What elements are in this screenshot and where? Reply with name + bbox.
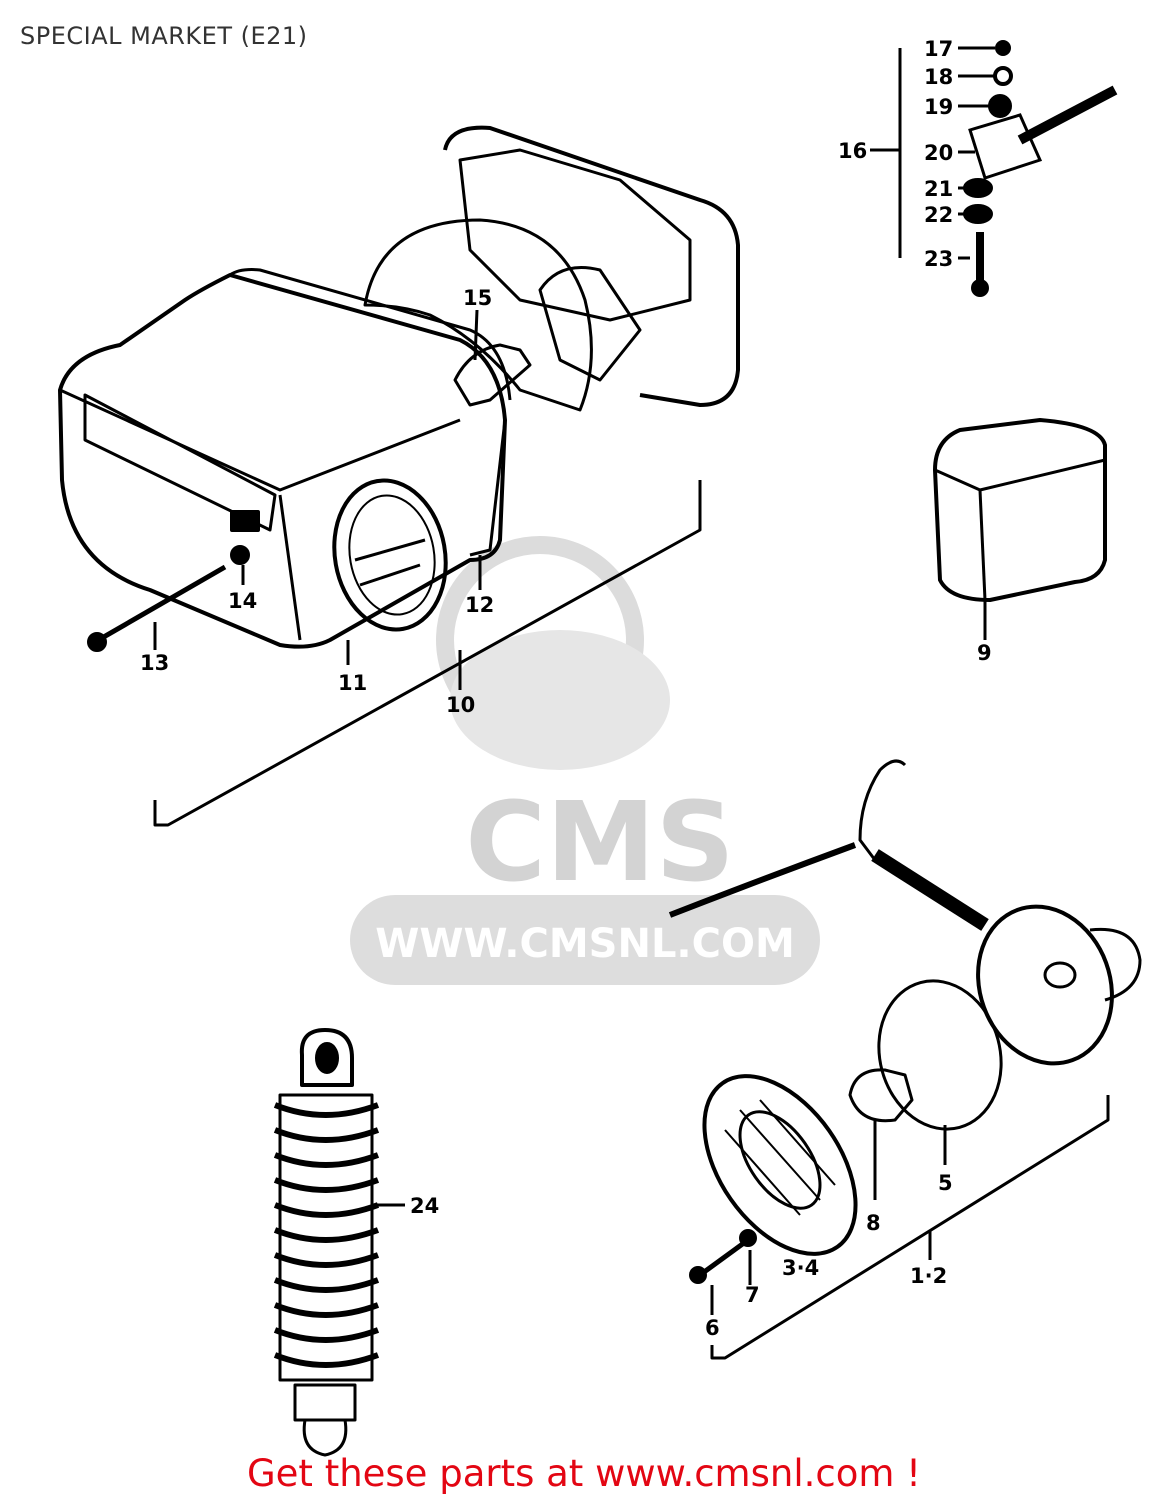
callout-18: 18 (924, 65, 953, 89)
callout-8: 8 (866, 1211, 881, 1235)
turn-signal-assembly (668, 759, 1142, 1360)
callout-7: 7 (745, 1283, 760, 1307)
callout-3-4: 3·4 (782, 1256, 819, 1280)
callout-13: 13 (140, 651, 169, 675)
watermark-brand: CMS (465, 778, 734, 906)
relay-part-9 (933, 418, 1107, 640)
leader-lines (153, 309, 482, 690)
callout-6: 6 (705, 1316, 720, 1340)
callout-11: 11 (338, 671, 367, 695)
callout-12: 12 (465, 593, 494, 617)
callout-5: 5 (938, 1171, 953, 1195)
callout-23: 23 (924, 247, 953, 271)
watermark-url: WWW.CMSNL.COM (375, 921, 795, 967)
shock-absorber-part-24 (273, 1028, 405, 1457)
callout-17: 17 (924, 37, 953, 61)
callout-9: 9 (977, 641, 992, 665)
headlight-assembly (58, 125, 740, 827)
callout-14: 14 (228, 589, 257, 613)
watermark: CMS WWW.CMSNL.COM (350, 536, 820, 985)
callout-20: 20 (924, 141, 953, 165)
callout-24: 24 (410, 1194, 439, 1218)
callout-labels: 1·2 3·4 5 6 7 8 9 10 11 12 13 14 15 16 1… (140, 37, 992, 1340)
callout-10: 10 (446, 693, 475, 717)
page-title: SPECIAL MARKET (E21) (20, 22, 308, 50)
callout-15: 15 (463, 286, 492, 310)
get-parts-link[interactable]: Get these parts at www.cmsnl.com ! (246, 1452, 921, 1495)
callout-16: 16 (838, 139, 867, 163)
callout-1-2: 1·2 (910, 1264, 947, 1288)
callout-22: 22 (924, 203, 953, 227)
bracket-part-16 (870, 40, 1118, 297)
callout-19: 19 (924, 95, 953, 119)
callout-21: 21 (924, 177, 953, 201)
